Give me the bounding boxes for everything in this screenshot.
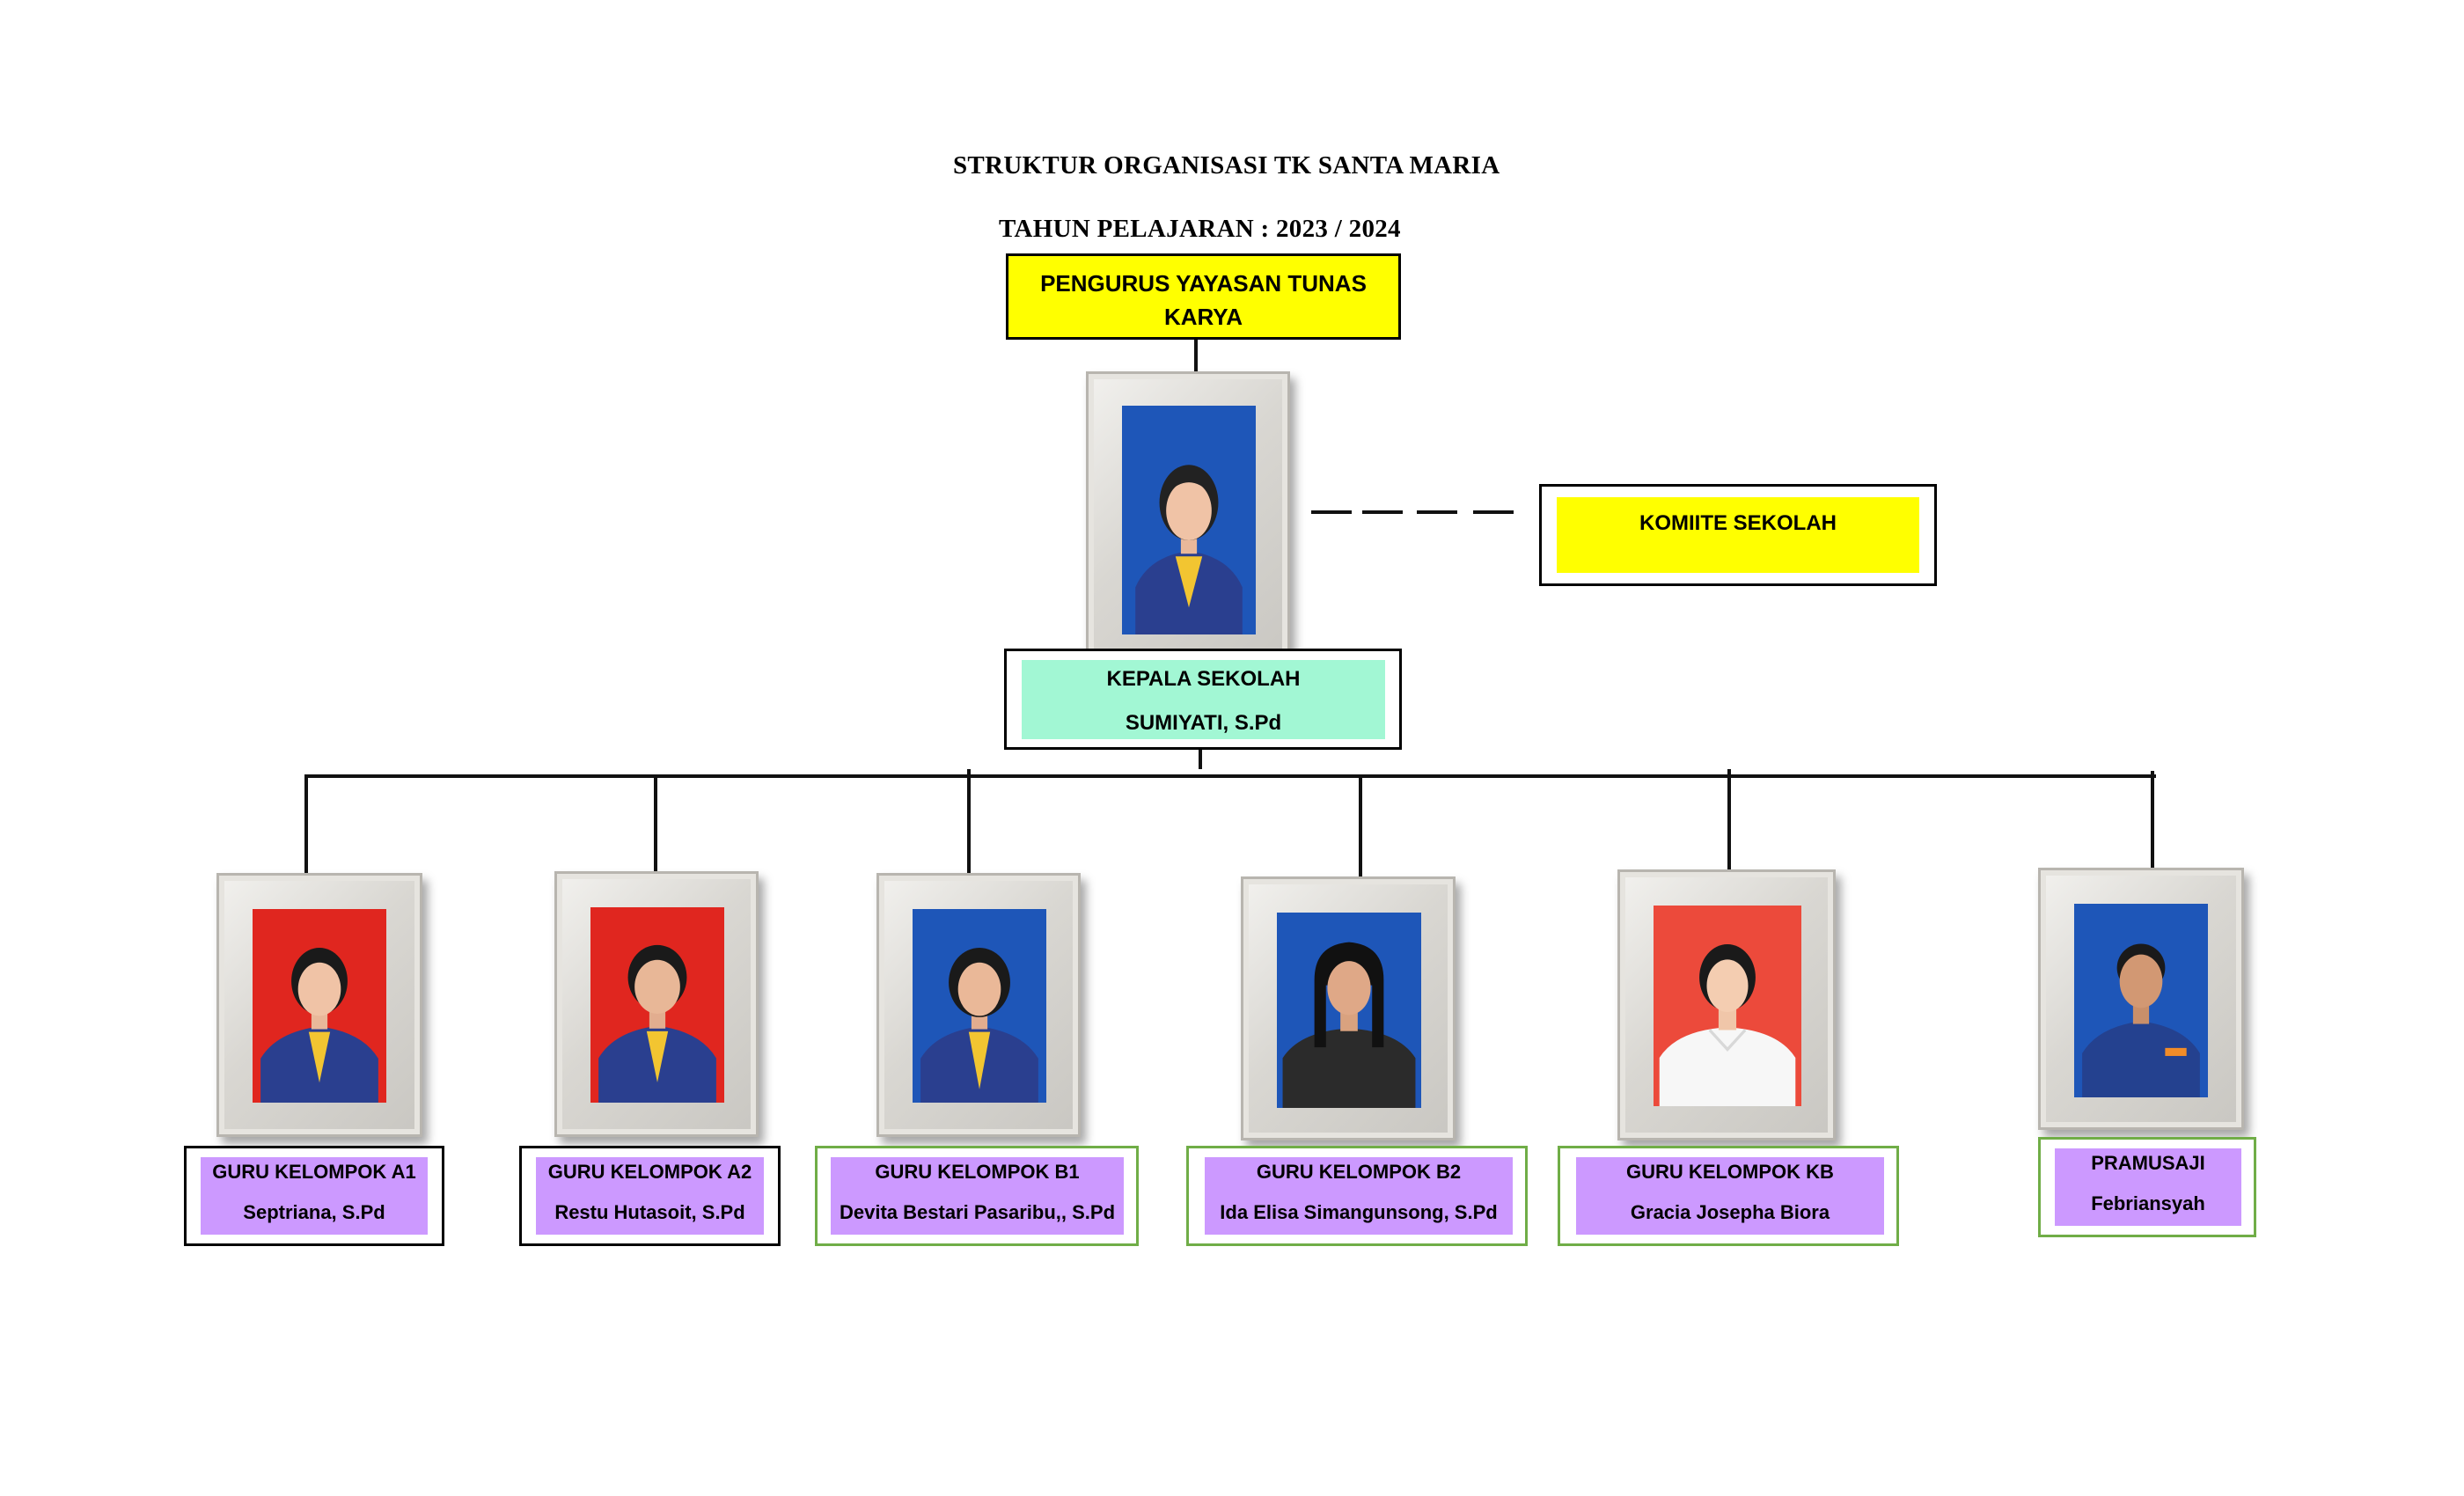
drop-a2 bbox=[654, 774, 657, 873]
staff-box-a2: GURU KELOMPOK A2 Restu Hutasoit, S.Pd bbox=[519, 1146, 781, 1246]
drop-b2 bbox=[1359, 774, 1362, 876]
committee-fill: KOMIITE SEKOLAH bbox=[1557, 497, 1919, 573]
horizontal-bus bbox=[304, 774, 2156, 778]
staff-photo-b1 bbox=[913, 909, 1046, 1103]
staff-photo-b2 bbox=[1277, 913, 1421, 1108]
staff-photo-frame-pramusaji bbox=[2038, 868, 2244, 1130]
staff-fill-b2: GURU KELOMPOK B2 Ida Elisa Simangunsong,… bbox=[1205, 1157, 1513, 1235]
staff-fill-b1: GURU KELOMPOK B1 Devita Bestari Pasaribu… bbox=[831, 1157, 1124, 1235]
staff-photo-frame-b1 bbox=[876, 873, 1081, 1137]
dash-4 bbox=[1473, 510, 1514, 514]
staff-photo-kb bbox=[1654, 906, 1801, 1106]
staff-name-a2: Restu Hutasoit, S.Pd bbox=[554, 1201, 745, 1223]
staff-name-kb: Gracia Josepha Biora bbox=[1630, 1201, 1830, 1223]
principal-box: KEPALA SEKOLAH SUMIYATI, S.Pd bbox=[1004, 649, 1402, 750]
staff-role-a2: GURU KELOMPOK A2 bbox=[547, 1161, 752, 1183]
dash-3 bbox=[1417, 510, 1457, 514]
dash-2 bbox=[1362, 510, 1403, 514]
staff-fill-a2: GURU KELOMPOK A2 Restu Hutasoit, S.Pd bbox=[536, 1157, 764, 1235]
committee-label: KOMIITE SEKOLAH bbox=[1639, 511, 1837, 535]
connector-foundation-principal bbox=[1194, 340, 1198, 382]
staff-photo-frame-kb bbox=[1617, 869, 1836, 1140]
connector-principal-bus bbox=[1199, 750, 1202, 769]
foundation-label-line1: PENGURUS YAYASAN TUNAS bbox=[1040, 270, 1367, 297]
drop-a1 bbox=[304, 774, 308, 873]
committee-box: KOMIITE SEKOLAH bbox=[1539, 484, 1937, 586]
staff-fill-kb: GURU KELOMPOK KB Gracia Josepha Biora bbox=[1576, 1157, 1884, 1235]
principal-photo-frame bbox=[1086, 371, 1290, 667]
foundation-label-line2: KARYA bbox=[1163, 304, 1243, 330]
drop-pramusaji bbox=[2151, 771, 2154, 869]
page-subtitle: TAHUN PELAJARAN : 2023 / 2024 bbox=[999, 215, 1401, 243]
staff-name-b2: Ida Elisa Simangunsong, S.Pd bbox=[1220, 1201, 1498, 1223]
drop-kb bbox=[1727, 769, 1731, 873]
foundation-box: PENGURUS YAYASAN TUNAS KARYA bbox=[1006, 253, 1401, 340]
staff-fill-pramusaji: PRAMUSAJI Febriansyah bbox=[2055, 1148, 2241, 1226]
staff-name-a1: Septriana, S.Pd bbox=[243, 1201, 385, 1223]
staff-photo-pramusaji bbox=[2074, 904, 2208, 1097]
staff-photo-a1 bbox=[253, 909, 386, 1103]
staff-role-a1: GURU KELOMPOK A1 bbox=[212, 1161, 416, 1183]
staff-name-pramusaji: Febriansyah bbox=[2091, 1192, 2205, 1214]
staff-photo-frame-a2 bbox=[554, 871, 759, 1137]
principal-photo-frame-overlay bbox=[1086, 371, 1290, 667]
staff-photo-frame-a1 bbox=[216, 873, 422, 1137]
principal-photo bbox=[1122, 406, 1256, 634]
staff-box-b2: GURU KELOMPOK B2 Ida Elisa Simangunsong,… bbox=[1186, 1146, 1528, 1246]
principal-fill: KEPALA SEKOLAH SUMIYATI, S.Pd bbox=[1022, 660, 1385, 739]
staff-box-b1: GURU KELOMPOK B1 Devita Bestari Pasaribu… bbox=[815, 1146, 1139, 1246]
staff-fill-a1: GURU KELOMPOK A1 Septriana, S.Pd bbox=[201, 1157, 428, 1235]
staff-box-pramusaji: PRAMUSAJI Febriansyah bbox=[2038, 1137, 2256, 1237]
staff-role-b2: GURU KELOMPOK B2 bbox=[1256, 1161, 1462, 1183]
principal-role: KEPALA SEKOLAH bbox=[1106, 667, 1301, 691]
staff-name-b1: Devita Bestari Pasaribu,, S.Pd bbox=[839, 1201, 1116, 1223]
staff-box-kb: GURU KELOMPOK KB Gracia Josepha Biora bbox=[1558, 1146, 1899, 1246]
principal-name: SUMIYATI, S.Pd bbox=[1125, 711, 1282, 735]
staff-role-pramusaji: PRAMUSAJI bbox=[2091, 1152, 2205, 1174]
staff-role-b1: GURU KELOMPOK B1 bbox=[875, 1161, 1080, 1183]
page-title: STRUKTUR ORGANISASI TK SANTA MARIA bbox=[953, 151, 1500, 180]
staff-photo-frame-b2 bbox=[1241, 876, 1456, 1140]
staff-photo-a2 bbox=[590, 907, 724, 1103]
staff-box-a1: GURU KELOMPOK A1 Septriana, S.Pd bbox=[184, 1146, 444, 1246]
staff-role-kb: GURU KELOMPOK KB bbox=[1626, 1161, 1834, 1183]
drop-b1 bbox=[967, 769, 971, 873]
dash-1 bbox=[1311, 510, 1352, 514]
